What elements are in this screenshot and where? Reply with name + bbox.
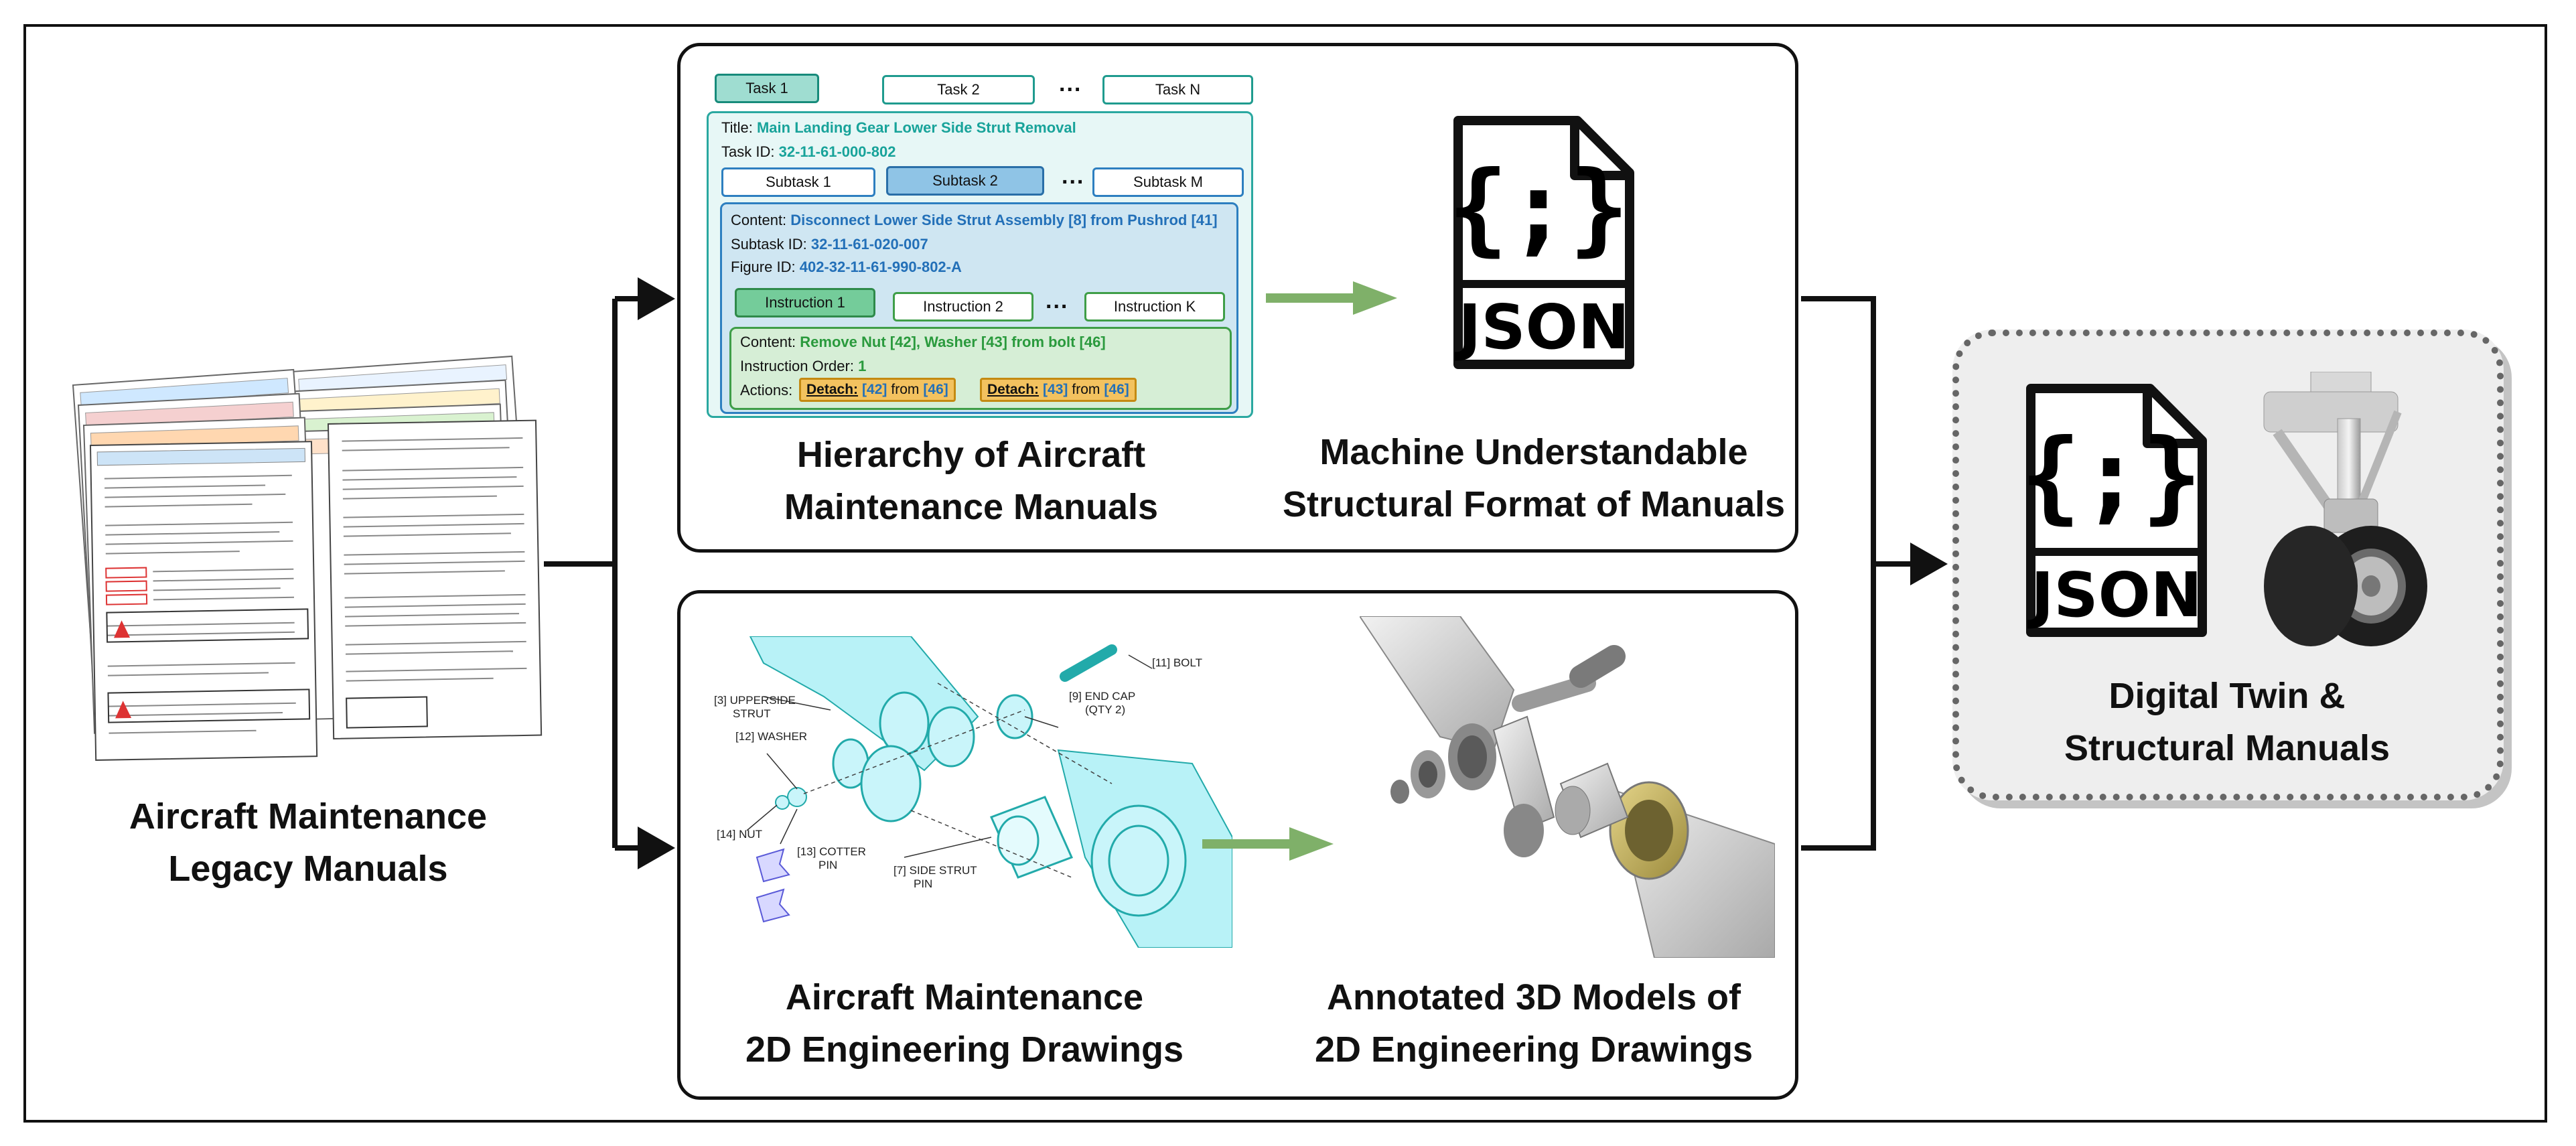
hierarchy-caption: Hierarchy of Aircraft Maintenance Manual… [737, 429, 1206, 533]
json-brace-glyph: {;} [1448, 150, 1630, 267]
caption-line: Machine Understandable [1319, 432, 1748, 472]
json-file-icon: {;} JSON [1448, 116, 1634, 369]
instruction-order-row: Instruction Order: 1 [740, 358, 866, 375]
subtask-content-value: Disconnect Lower Side Strut Assembly [8]… [790, 212, 1218, 228]
caption-line: Structural Manuals [2064, 728, 2390, 768]
action-target: [46] [923, 382, 948, 397]
action-target: [46] [1104, 382, 1129, 397]
task-title-row: Title: Main Landing Gear Lower Side Stru… [721, 119, 1076, 137]
caption-line: Hierarchy of Aircraft [796, 435, 1146, 475]
models-3d-caption: Annotated 3D Models of 2D Engineering Dr… [1273, 971, 1795, 1076]
actions-label: Actions: [740, 382, 793, 399]
label-nut: [14] NUT [717, 828, 763, 841]
label-upperside-strut: [3] UPPERSIDE [714, 694, 796, 707]
caption-line: 2D Engineering Drawings [1314, 1029, 1754, 1070]
action-chip-1[interactable]: Detach: [42] from [46] [799, 378, 956, 402]
instruction-content-value: Remove Nut [42], Washer [43] from bolt [… [800, 334, 1106, 350]
structural-format-caption: Machine Understandable Structural Format… [1273, 426, 1795, 530]
task-title-value: Main Landing Gear Lower Side Strut Remov… [756, 119, 1076, 136]
field-label: Figure ID: [731, 259, 796, 275]
annotated-3d-model [1360, 616, 1775, 958]
action-verb: Detach: [806, 382, 859, 397]
json-brace-glyph: {;} [2021, 418, 2202, 534]
task-id-row: Task ID: 32-11-61-000-802 [721, 143, 896, 161]
caption-line: Aircraft Maintenance [129, 796, 488, 837]
caption-line: Maintenance Manuals [784, 487, 1159, 527]
digital-twin-caption: Digital Twin & Structural Manuals [1959, 670, 2495, 774]
caption-line: Structural Format of Manuals [1282, 484, 1786, 524]
label-side-strut-pin: [7] SIDE STRUT [893, 864, 977, 877]
label-side-strut-pin-2: PIN [914, 877, 933, 890]
manual-page-front-right [327, 419, 543, 739]
task-tab-n[interactable]: Task N [1102, 75, 1253, 104]
caption-line: Aircraft Maintenance [785, 977, 1144, 1017]
green-arrow-icon [1266, 281, 1397, 315]
json-label: JSON [1454, 291, 1630, 363]
label-end-cap: [9] END CAP [1069, 690, 1136, 703]
label-cotter-pin-2: PIN [818, 859, 838, 871]
subtasks-ellipsis: ... [1062, 163, 1085, 189]
field-label: Instruction Order: [740, 358, 854, 374]
field-label: Title: [721, 119, 753, 136]
label-upperside-strut-2: STRUT [733, 707, 771, 720]
caption-line: Legacy Manuals [168, 849, 448, 889]
action-verb: Detach: [987, 382, 1040, 397]
label-end-cap-qty: (QTY 2) [1085, 703, 1126, 716]
action-from: from [1072, 382, 1100, 397]
action-chip-2[interactable]: Detach: [43] from [46] [980, 378, 1137, 402]
legacy-manuals-caption: Aircraft Maintenance Legacy Manuals [64, 790, 553, 895]
action-part: [43] [1043, 382, 1068, 397]
task-id-value: 32-11-61-000-802 [778, 143, 896, 160]
task-tab-2[interactable]: Task 2 [882, 75, 1035, 104]
instruction-tab-2[interactable]: Instruction 2 [893, 292, 1033, 321]
instruction-content-row: Content: Remove Nut [42], Washer [43] fr… [740, 334, 1106, 351]
subtask-content-row: Content: Disconnect Lower Side Strut Ass… [731, 212, 1218, 229]
task-tab-1[interactable]: Task 1 [715, 74, 819, 103]
drawings-2d-caption: Aircraft Maintenance 2D Engineering Draw… [710, 971, 1219, 1076]
landing-gear-model [2263, 372, 2427, 646]
subtask-id-row: Subtask ID: 32-11-61-020-007 [731, 236, 928, 253]
instruction-tab-1[interactable]: Instruction 1 [735, 288, 875, 317]
field-label: Task ID: [721, 143, 775, 160]
subtask-id-value: 32-11-61-020-007 [810, 236, 928, 253]
action-part: [42] [862, 382, 887, 397]
subtask-tab-2[interactable]: Subtask 2 [886, 166, 1044, 196]
hierarchy-diagram: Task 1 Task 2 ... Task N Title: Main Lan… [707, 68, 1253, 418]
field-label: Content: [731, 212, 787, 228]
subtask-tab-1[interactable]: Subtask 1 [721, 167, 875, 197]
instruction-tab-k[interactable]: Instruction K [1084, 292, 1225, 321]
legacy-manuals-stack [72, 355, 543, 761]
tasks-ellipsis: ... [1059, 71, 1082, 96]
figure-id-row: Figure ID: 402-32-11-61-990-802-A [731, 259, 962, 276]
instructions-ellipsis: ... [1046, 288, 1069, 313]
instruction-order-value: 1 [858, 358, 867, 374]
engineering-drawing-2d [746, 636, 1232, 948]
json-file-icon: {;} JSON [2021, 384, 2207, 637]
figure-id-value: 402-32-11-61-990-802-A [799, 259, 962, 275]
label-bolt: [11] BOLT [1152, 656, 1202, 669]
caption-line: Digital Twin & [2108, 676, 2346, 716]
action-from: from [891, 382, 920, 397]
field-label: Subtask ID: [731, 236, 807, 253]
label-cotter-pin: [13] COTTER [797, 845, 866, 858]
field-label: Content: [740, 334, 796, 350]
label-washer: [12] WASHER [735, 730, 808, 743]
connector-right-merge [1801, 296, 1876, 851]
green-arrow-icon [1202, 827, 1334, 861]
subtask-tab-m[interactable]: Subtask M [1092, 167, 1244, 197]
caption-line: 2D Engineering Drawings [745, 1029, 1184, 1070]
manual-page-front-left [89, 441, 318, 761]
outer-frame [23, 24, 2547, 1123]
caption-line: Annotated 3D Models of [1327, 977, 1741, 1017]
json-label: JSON [2027, 559, 2202, 631]
